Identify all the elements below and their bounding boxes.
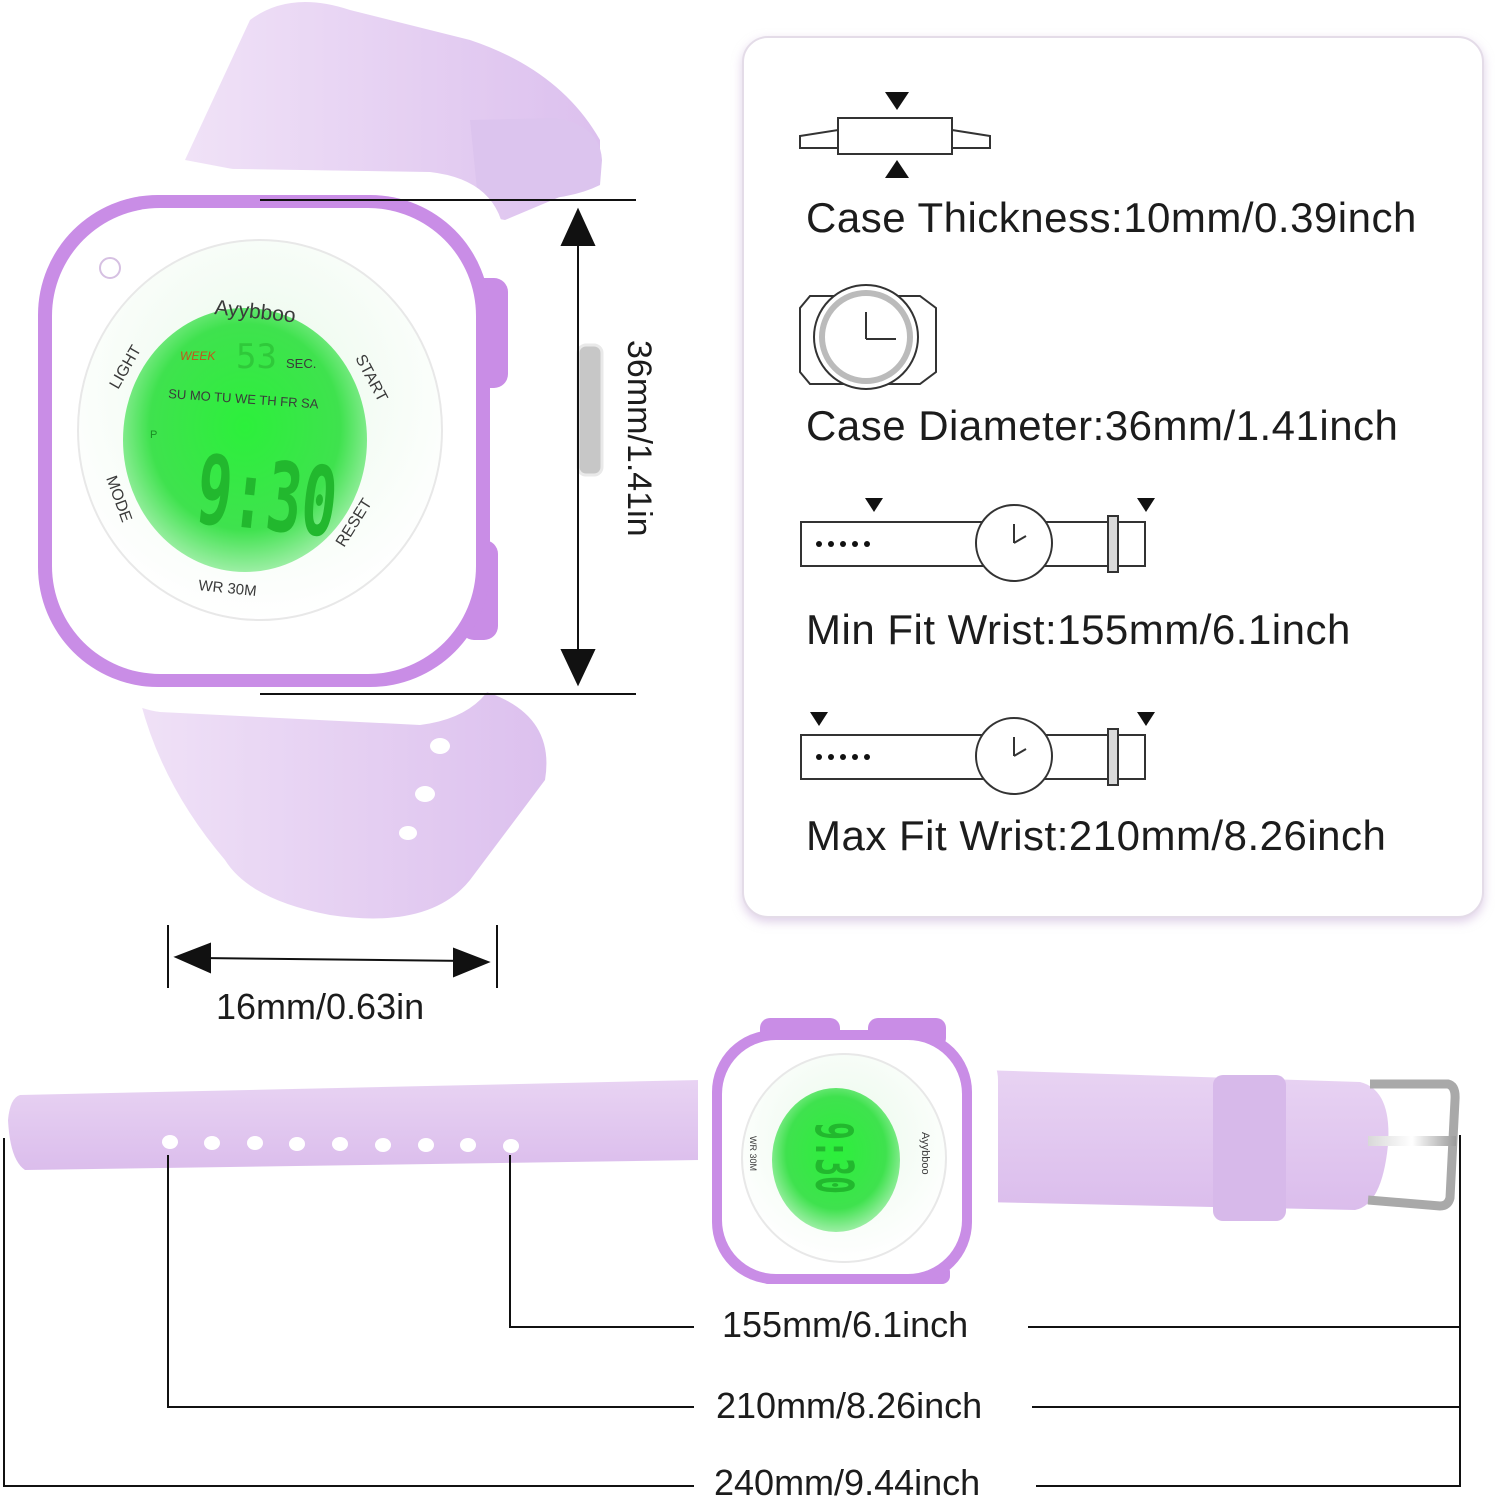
bezel-screw [99, 257, 121, 279]
strap-hole [430, 738, 450, 754]
sec-label: SEC. [286, 356, 316, 371]
buckle [1367, 1079, 1460, 1211]
max-wrist-length-label: 210mm/8.26inch [706, 1385, 993, 1427]
strap-holes [162, 1135, 519, 1153]
case-diameter-icon [799, 284, 937, 390]
time-digits: 9:30 [192, 433, 343, 559]
case-diameter-label: Case Diameter:36mm/1.41inch [806, 402, 1399, 449]
water-resistance-label: WR 30M [198, 577, 258, 600]
week-label: WEEK [180, 349, 216, 363]
long-strap [8, 1080, 700, 1170]
case-thickness-label: Case Thickness:10mm/0.39inch [806, 194, 1417, 241]
watch-flat: 9:30 Ayybboo WR 30M [8, 1018, 1460, 1284]
pm-indicator: P [150, 429, 157, 441]
strap-hole [399, 826, 417, 840]
case-height-dimension [260, 199, 636, 695]
strap-keeper [470, 118, 602, 200]
water-resistance-small: WR 30M [748, 1136, 758, 1171]
strap-hole [415, 786, 435, 802]
strap-keeper [1213, 1075, 1286, 1221]
time-digits-small: 9:30 [803, 1122, 863, 1194]
min-wrist-length-label: 155mm/6.1inch [712, 1304, 979, 1346]
band-width-label: 16mm/0.63in [216, 986, 425, 1027]
total-length-label: 240mm/9.44inch [704, 1462, 991, 1504]
length-dimensions [3, 1135, 1461, 1487]
lcd-display [772, 1088, 900, 1232]
seconds-digits: 53 [236, 337, 277, 377]
band-width-dimension [167, 925, 498, 988]
case-thickness-icon [799, 92, 991, 178]
min-wrist-icon [800, 498, 1155, 582]
max-wrist-icon [800, 712, 1155, 795]
buckle-pin [1368, 1136, 1456, 1146]
buckle-strap [980, 1070, 1389, 1210]
brand-label-small: Ayybboo [919, 1132, 931, 1175]
max-fit-wrist-label: Max Fit Wrist:210mm/8.26inch [806, 812, 1387, 859]
lcd-display [123, 308, 367, 572]
side-crown [576, 343, 604, 477]
case-height-label: 36mm/1.41in [620, 340, 658, 537]
watch-upright: Ayybboo LIGHT START MODE RESET WR 30M WE… [38, 2, 604, 919]
min-fit-wrist-label: Min Fit Wrist:155mm/6.1inch [806, 606, 1351, 653]
